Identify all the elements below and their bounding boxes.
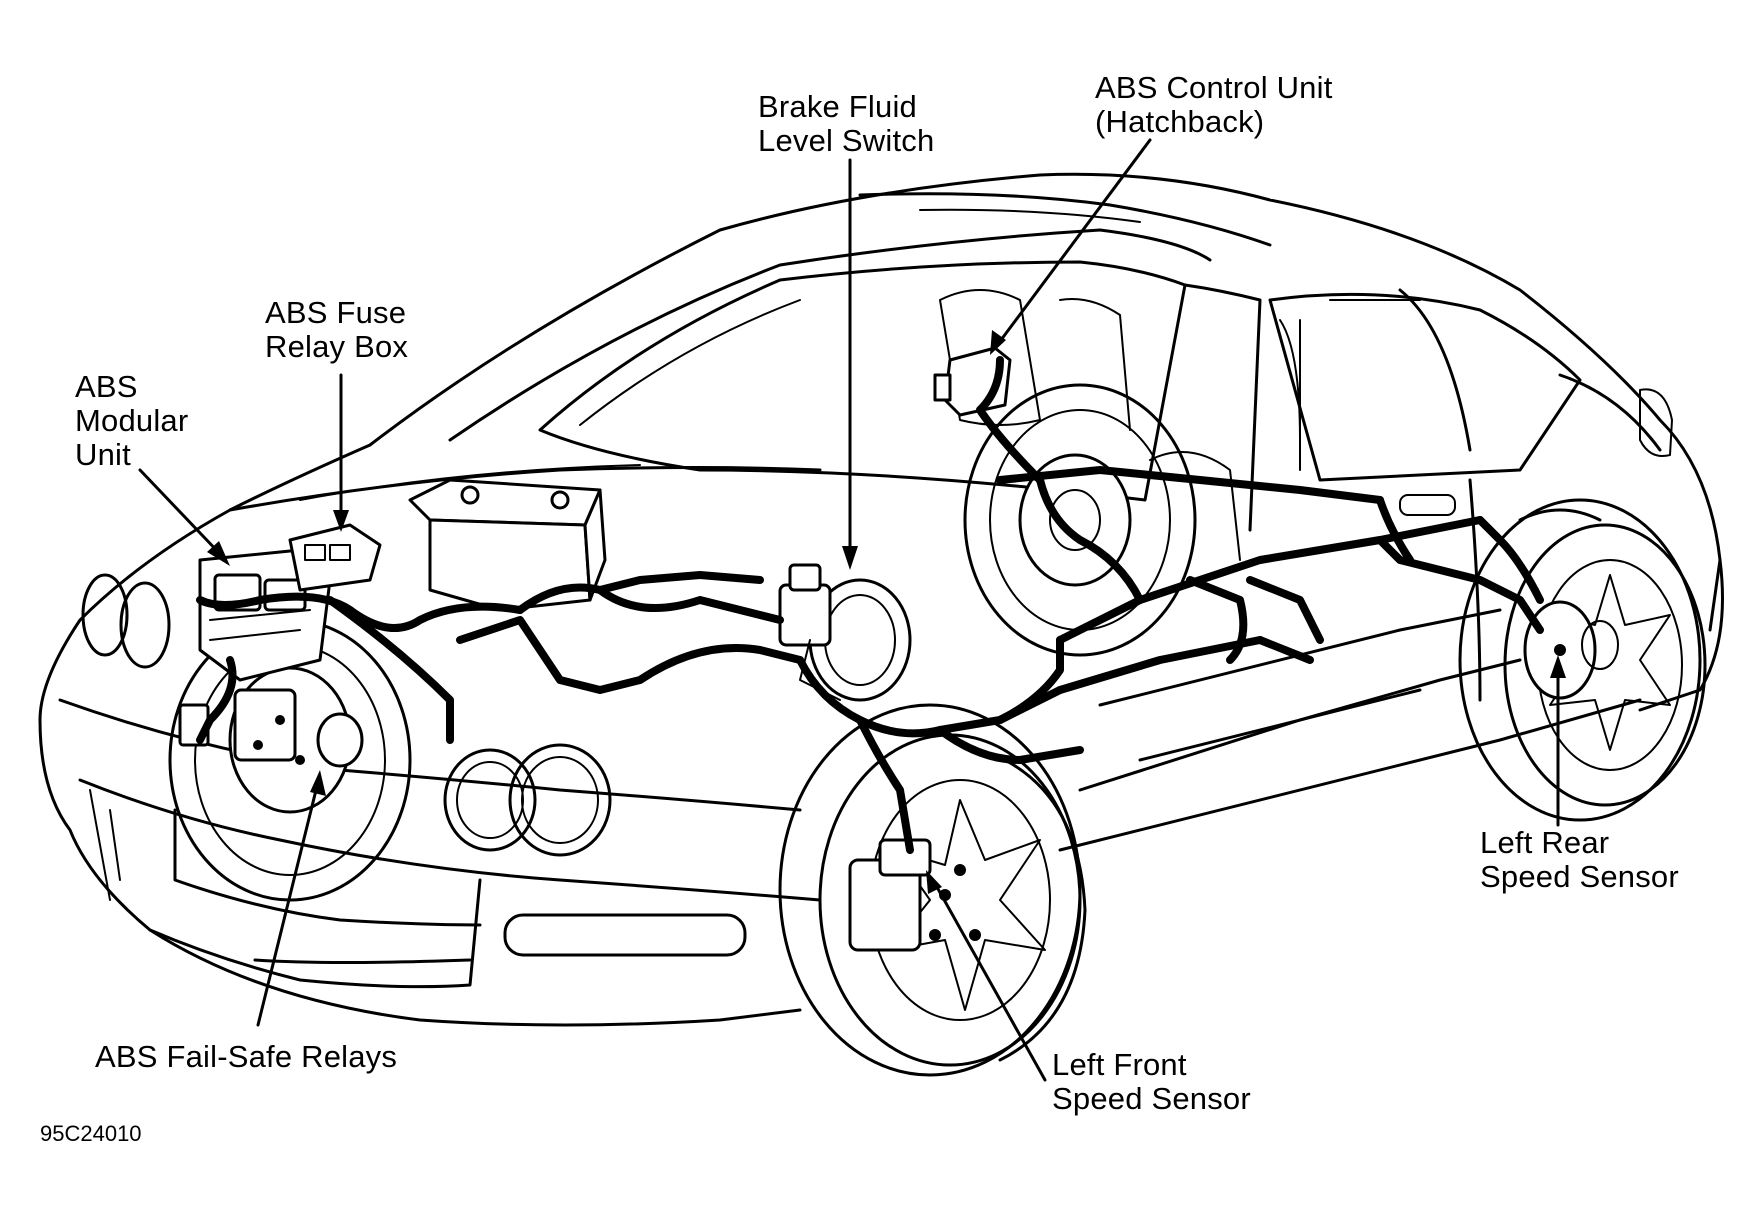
label-abs-modular-unit: ABS Modular Unit bbox=[75, 369, 189, 472]
figure-code: 95C24010 bbox=[40, 1121, 142, 1146]
right-rear-wheel bbox=[963, 383, 1197, 657]
callout-leaders bbox=[138, 138, 1566, 1082]
label-abs-control-unit: ABS Control Unit (Hatchback) bbox=[1095, 70, 1333, 139]
label-left-front-speed-sensor: Left Front Speed Sensor bbox=[1052, 1047, 1251, 1116]
left-rear-wheel bbox=[1458, 498, 1707, 822]
abs-fuse-relay-box-part bbox=[288, 523, 382, 592]
car-body-outline bbox=[38, 172, 1724, 1027]
label-abs-fail-safe-relays: ABS Fail-Safe Relays bbox=[95, 1039, 398, 1074]
label-brake-fluid-level-switch: Brake Fluid Level Switch bbox=[758, 89, 935, 158]
label-left-rear-speed-sensor: Left Rear Speed Sensor bbox=[1480, 825, 1679, 894]
label-abs-fuse-relay-box: ABS Fuse Relay Box bbox=[265, 295, 409, 364]
abs-wiring-harness bbox=[196, 356, 1544, 854]
brake-master-cylinder-part bbox=[778, 563, 912, 702]
battery-part bbox=[408, 478, 607, 612]
